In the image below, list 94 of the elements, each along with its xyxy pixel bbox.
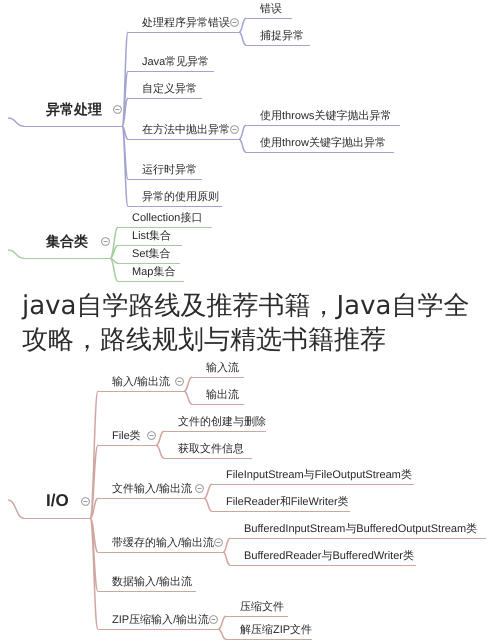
subtopic <box>118 211 212 228</box>
branch-line <box>238 124 246 140</box>
topic-label: Set集合 <box>132 247 171 261</box>
branch-line <box>156 430 164 446</box>
branch-line <box>222 538 230 553</box>
subtopic <box>230 522 486 539</box>
topic-label: I/O <box>46 491 69 511</box>
branch-line <box>184 376 192 392</box>
subtopic <box>118 265 184 282</box>
topic-label: BufferedInputStream与BufferedOutputStream类 <box>244 522 478 536</box>
subtopic <box>118 247 180 264</box>
subtopic <box>98 613 218 630</box>
branch-line <box>110 258 118 264</box>
topic-label: 处理程序异常错误 <box>142 16 230 30</box>
topic-label: 输出流 <box>206 388 239 402</box>
subtopic <box>164 442 252 459</box>
topic-label: 运行时异常 <box>142 163 197 177</box>
branch-line <box>110 258 118 282</box>
topic-label: Map集合 <box>132 265 176 279</box>
subtopic <box>192 361 244 378</box>
branch-line <box>184 390 192 405</box>
subtopic <box>98 375 184 392</box>
branch-line <box>8 117 24 127</box>
branch-line <box>121 32 129 127</box>
topic-label: 输入/输出流 <box>112 375 170 389</box>
subtopic <box>212 468 414 485</box>
topic-label: 获取文件信息 <box>178 442 244 456</box>
topic-label: 使用throw关键字抛出异常 <box>260 136 386 150</box>
subtopic <box>226 623 312 640</box>
subtopic <box>246 29 310 46</box>
subtopic <box>98 429 156 446</box>
subtopic <box>230 549 416 566</box>
branch-line <box>110 244 118 259</box>
branch-line <box>218 628 226 640</box>
topic-label: FileInputStream与FileOutputStream类 <box>226 468 412 482</box>
branch-line <box>89 518 99 630</box>
branch-line <box>204 498 212 512</box>
branch-line <box>90 498 98 519</box>
branch-line <box>122 126 128 140</box>
subtopic <box>226 600 288 617</box>
topic-label: List集合 <box>132 229 172 243</box>
subtopic <box>98 482 204 499</box>
topic-label: 集合类 <box>46 232 88 251</box>
subtopic <box>192 388 244 405</box>
topic-label: 异常处理 <box>46 100 102 119</box>
branch-line <box>110 226 118 259</box>
subtopic <box>128 190 222 207</box>
branch-line <box>238 32 246 46</box>
topic-label: 文件的创建与删除 <box>178 415 266 429</box>
subtopic <box>128 123 239 140</box>
branch-line <box>204 484 212 499</box>
topic-label: 文件输入/输出流 <box>112 482 192 496</box>
subtopic <box>128 163 202 180</box>
topic-label: FileReader和FileWriter类 <box>226 495 349 509</box>
branch-line <box>89 518 99 553</box>
subtopic <box>128 82 202 99</box>
topic-label: 数据输入/输出流 <box>112 575 192 589</box>
page-title: java自学路线及推荐书籍，Java自学全攻略，路线规划与精选书籍推荐 <box>22 290 470 357</box>
topic-label: BufferedReader与BufferedWriter类 <box>244 549 414 563</box>
topic-label: 压缩文件 <box>240 600 284 614</box>
topic-label: 错误 <box>260 2 282 16</box>
topic-label: Collection接口 <box>132 211 202 225</box>
subtopic <box>128 55 214 72</box>
subtopic <box>246 109 400 126</box>
topic-label: 异常的使用原则 <box>142 190 219 204</box>
topic-label: 解压缩ZIP文件 <box>240 623 312 637</box>
subtopic <box>164 415 266 432</box>
topic-label: 带缓存的输入/输出流 <box>112 536 214 550</box>
topic-label: 自定义异常 <box>142 82 197 96</box>
subtopic <box>246 136 394 153</box>
branch-line <box>222 552 230 566</box>
subtopic <box>128 16 239 33</box>
subtopic <box>98 536 224 553</box>
subtopic <box>212 495 350 512</box>
branch-line <box>156 444 164 459</box>
branch-line <box>218 616 226 630</box>
branch-line <box>89 444 99 519</box>
branch-line <box>121 126 129 207</box>
topic-label: Java常见异常 <box>142 55 210 69</box>
branch-line <box>89 518 99 592</box>
branch-line <box>8 499 24 519</box>
branch-line <box>8 249 24 259</box>
topic-label: ZIP压缩输入/输出流 <box>112 613 210 627</box>
topic-label: 在方法中抛出异常 <box>142 123 230 137</box>
subtopic <box>118 229 182 246</box>
branch-line <box>121 98 129 127</box>
subtopic <box>246 2 292 19</box>
branch-line <box>238 138 246 153</box>
branch-line <box>238 18 246 33</box>
topic-label: 捕捉异常 <box>260 29 304 43</box>
topic-label: File类 <box>112 429 141 443</box>
subtopic <box>98 575 196 592</box>
topic-label: 使用throws关键字抛出异常 <box>260 109 392 123</box>
topic-label: 输入流 <box>206 361 239 375</box>
